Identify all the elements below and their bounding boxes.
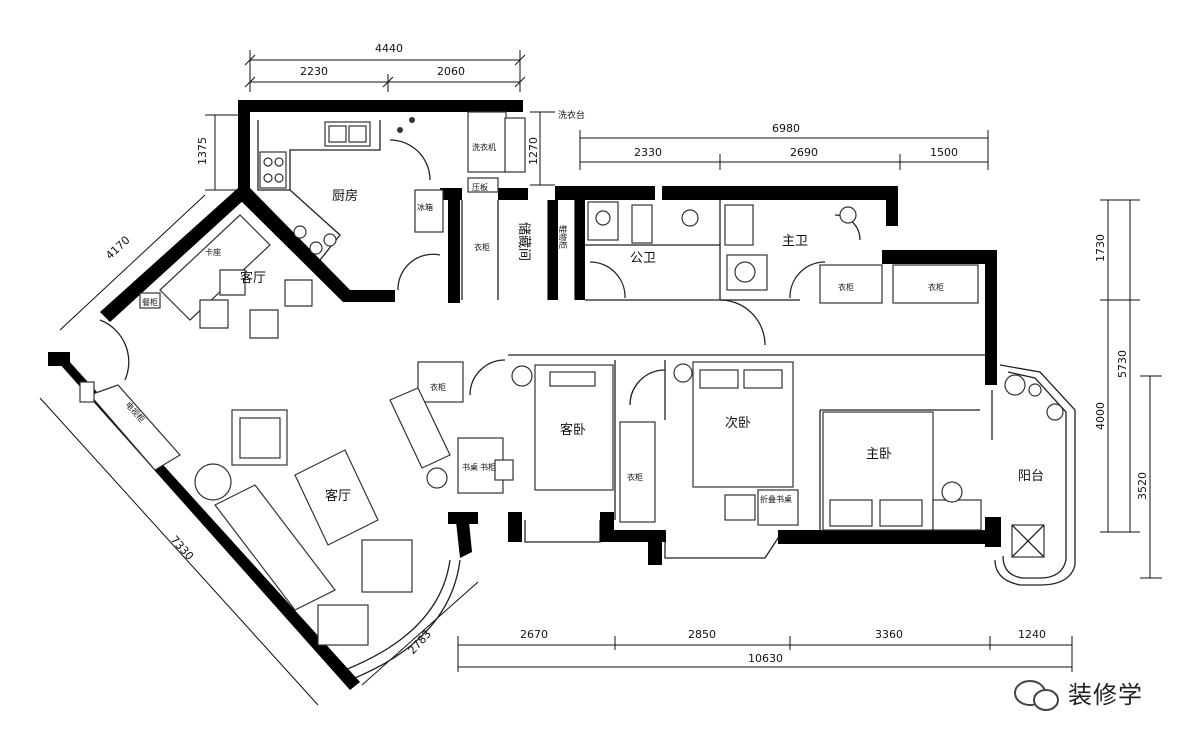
label-fridge: 冰箱 [417, 202, 433, 212]
armchair-icon [361, 539, 413, 593]
dim-diag-upper: 4170 [103, 234, 132, 263]
label-shoe: 鞋物柜 [558, 225, 568, 249]
kitchen-fixtures [259, 111, 526, 255]
room-storage: 储藏间 [516, 222, 531, 261]
dim-bottom-1: 2670 [520, 628, 548, 641]
dim-mid-2: 2690 [790, 146, 818, 159]
bedroom-furniture [389, 361, 982, 531]
dim-right-2: 4000 [1094, 402, 1107, 430]
dim-right-total: 5730 [1116, 350, 1129, 378]
thin-lines [257, 120, 1076, 681]
dim-right-1: 1730 [1094, 234, 1107, 262]
toilet-icon [631, 204, 653, 244]
shower-icon [839, 206, 857, 224]
walls [48, 100, 1001, 690]
dim-top-total: 4440 [375, 42, 403, 55]
dim-right-3: 3520 [1136, 472, 1149, 500]
room-labels: 厨房 客厅 客厅 储藏间 公卫 主卫 客卧 次卧 主卧 阳台 [240, 188, 1044, 504]
brand-logo: 装修学 [1014, 680, 1143, 711]
chair-icon [199, 299, 229, 329]
coffee-table-icon [294, 449, 379, 546]
brand-text: 装修学 [1068, 681, 1143, 709]
room-guest-bedroom: 客卧 [560, 422, 586, 438]
label-laundry-sink: 洗衣台 [558, 109, 585, 121]
label-desk-b: 书柜 [480, 462, 496, 472]
dim-top-right: 2060 [437, 65, 465, 78]
room-master-bedroom: 主卧 [866, 447, 892, 462]
dim-bottom-2: 2850 [688, 628, 716, 641]
label-wardrobe-c: 衣柜 [928, 282, 944, 292]
balcony-fixtures [991, 374, 1064, 558]
room-balcony: 阳台 [1018, 469, 1044, 484]
label-board: 压板 [472, 182, 488, 192]
label-desk: 书桌 [462, 462, 478, 472]
bathroom-fixtures [587, 201, 979, 304]
toilet-icon [724, 204, 754, 246]
dim-kitchen-v: 1270 [527, 137, 540, 165]
dining-area [139, 214, 313, 339]
label-wardrobe-e: 衣柜 [627, 472, 643, 482]
dim-mid-1: 2330 [634, 146, 662, 159]
dim-diag-lower: 7330 [168, 533, 196, 563]
room-kitchen: 厨房 [332, 188, 358, 204]
room-master-bath: 主卫 [782, 234, 808, 249]
label-wardrobe-d: 衣柜 [430, 382, 446, 392]
dim-left-kitchen: 1375 [196, 137, 209, 165]
room-second-bedroom: 次卧 [725, 415, 751, 431]
doors [99, 139, 861, 406]
label-wardrobe-b: 衣柜 [838, 282, 854, 292]
dim-bottom-3: 3360 [875, 628, 903, 641]
sofa-icon [214, 484, 336, 611]
stove-icon [259, 151, 287, 189]
label-folding-bed: 折叠书桌 [760, 494, 792, 504]
dimension-lines [39, 50, 1162, 706]
dim-mid-total: 6980 [772, 122, 800, 135]
living-area [79, 381, 413, 646]
side-table-icon [194, 463, 232, 501]
room-dining: 客厅 [240, 270, 266, 286]
dim-top-left: 2230 [300, 65, 328, 78]
shower-icon [681, 209, 699, 227]
label-bar: 卡座 [205, 247, 221, 257]
label-sideboard: 餐柜 [142, 297, 158, 307]
dim-mid-3: 1500 [930, 146, 958, 159]
label-wardrobe-a: 衣柜 [474, 242, 490, 252]
dim-bottom-total: 10630 [748, 652, 783, 665]
room-living: 客厅 [325, 488, 351, 504]
dim-bottom-4: 1240 [1018, 628, 1046, 641]
room-public-bath: 公卫 [630, 251, 656, 266]
tv-cabinet-icon [88, 384, 181, 471]
label-washer: 洗衣机 [472, 142, 496, 152]
